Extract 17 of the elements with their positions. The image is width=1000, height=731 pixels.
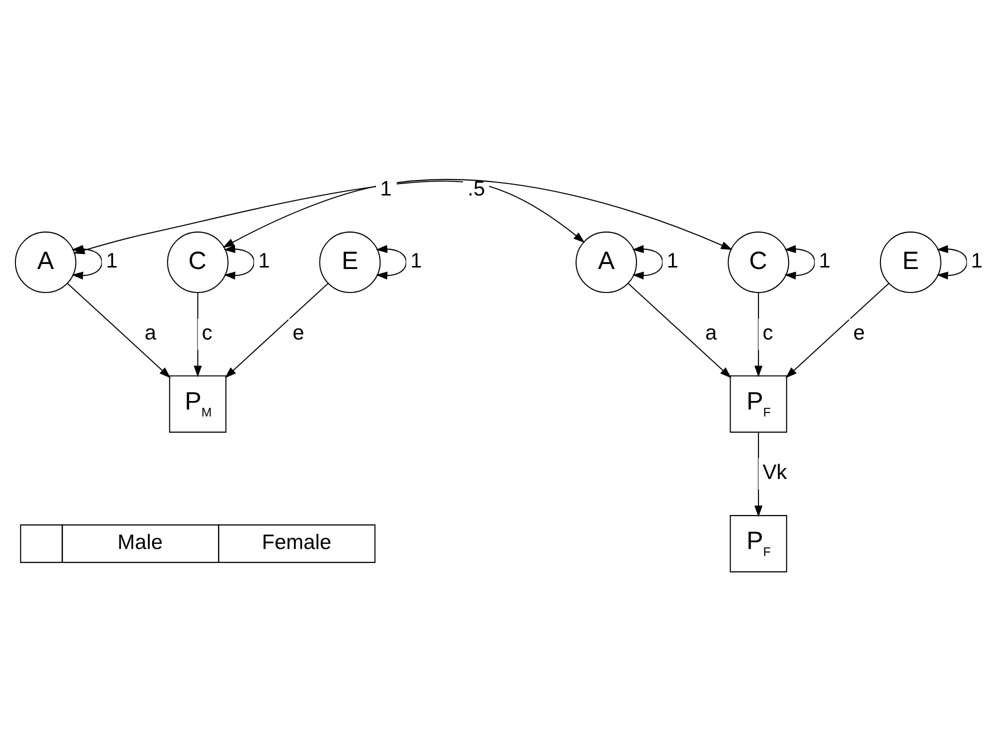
edge-label: e	[853, 320, 865, 344]
edge-label: 1	[380, 177, 392, 200]
edge-label: 1	[666, 249, 678, 272]
edge-label: 1	[258, 249, 270, 272]
edge-label: 1	[971, 249, 983, 272]
edge-label: .5	[468, 177, 486, 200]
edge-label: Vk	[762, 460, 787, 484]
label: Male	[118, 530, 163, 554]
edge-label: 1	[818, 249, 830, 272]
edge-label: 1	[410, 249, 422, 272]
edge-label: e	[292, 320, 304, 344]
edge-label: a	[705, 320, 717, 344]
edge-label: a	[144, 320, 156, 344]
edge-label: c	[202, 320, 212, 344]
edge-label: 1	[106, 249, 118, 272]
edge-label: c	[762, 320, 774, 344]
label: Female	[262, 530, 332, 554]
